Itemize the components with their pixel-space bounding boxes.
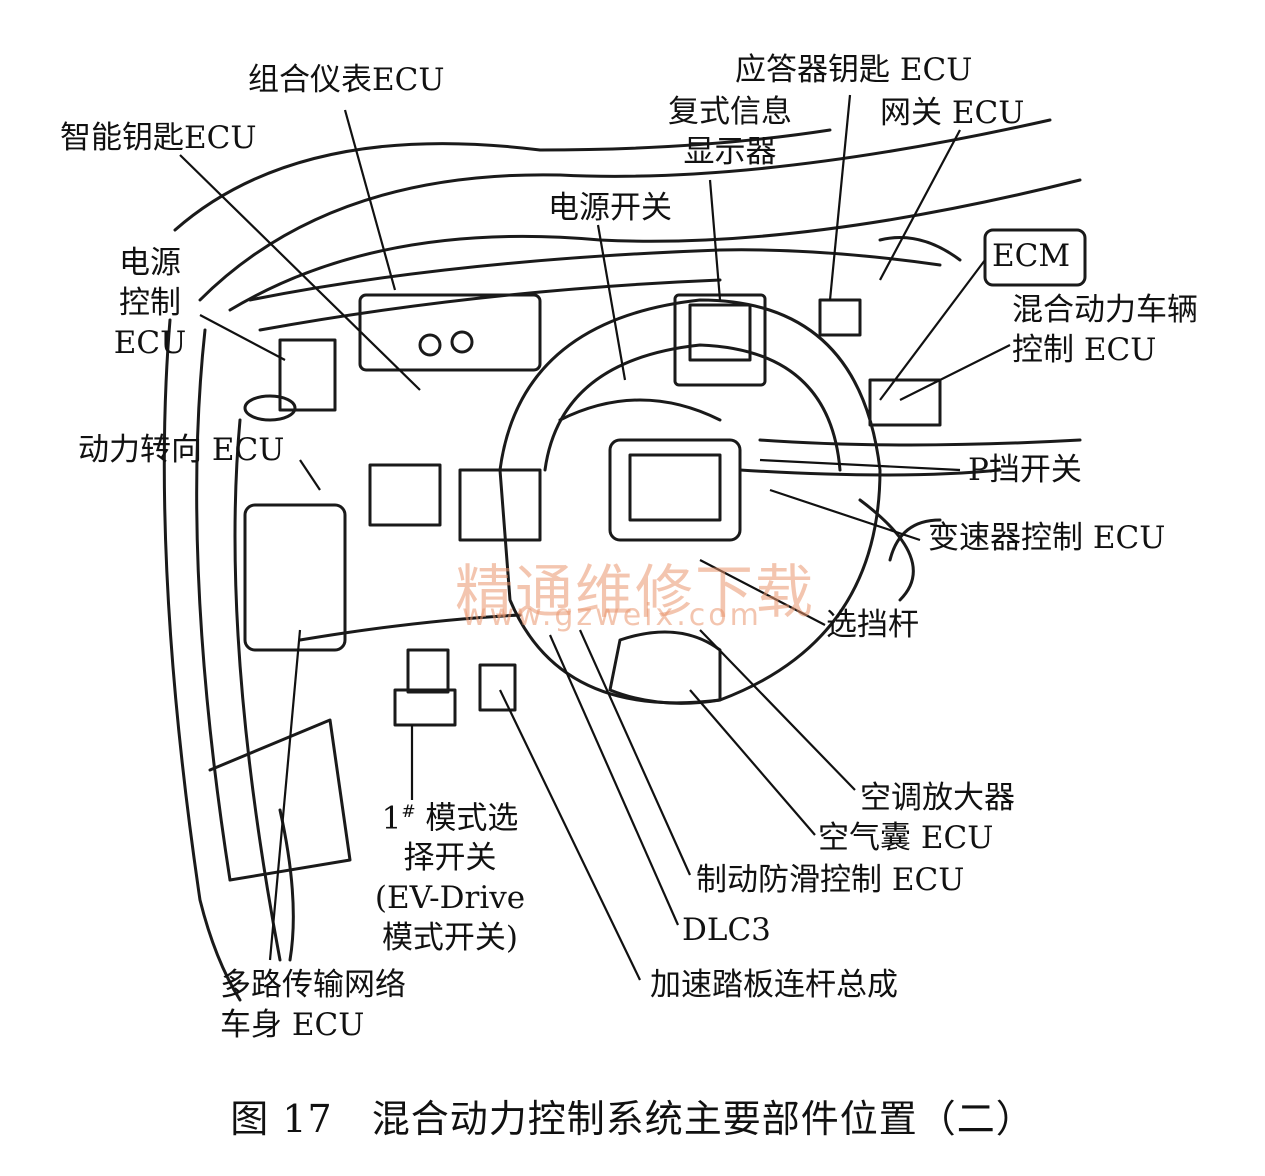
label-ev-mode-switch-line1: 1# 模式选 bbox=[360, 792, 540, 838]
label-power-control-ecu: 电源 控制 ECU bbox=[95, 243, 205, 363]
watermark-url: www.gzweix.com bbox=[462, 598, 762, 633]
label-ac-amplifier: 空调放大器 bbox=[860, 780, 1015, 816]
label-park-switch: P挡开关 bbox=[968, 452, 1082, 488]
label-power-control-ecu-line2: 控制 bbox=[119, 285, 181, 321]
label-power-control-ecu-line1: 电源 bbox=[119, 245, 181, 281]
dashboard-illustration bbox=[162, 94, 1087, 1002]
label-brake-antiskid-ecu: 制动防滑控制 ECU bbox=[696, 862, 965, 898]
label-ev-mode-switch-line4: 模式开关) bbox=[381, 920, 519, 957]
label-multi-info-display-line2: 显示器 bbox=[683, 134, 777, 170]
figure-caption: 图 17 混合动力控制系统主要部件位置（二） bbox=[230, 1097, 1035, 1141]
label-transponder-key-ecu: 应答器钥匙 ECU bbox=[735, 52, 973, 88]
label-ev-mode-switch-rest: 模式选 bbox=[415, 800, 519, 837]
label-shift-lever: 选挡杆 bbox=[826, 607, 919, 643]
label-multiplex-body-ecu: 多路传输网络 车身 ECU bbox=[220, 965, 406, 1045]
label-ev-mode-switch: 1# 模式选 择开关 (EV-Drive 模式开关) bbox=[360, 792, 540, 958]
label-ecm: ECM bbox=[992, 238, 1071, 274]
label-multiplex-body-ecu-line2: 车身 ECU bbox=[220, 1007, 365, 1043]
label-ev-mode-switch-line3: (EV-Drive bbox=[374, 880, 526, 917]
label-dlc3: DLC3 bbox=[682, 912, 771, 948]
label-hybrid-vehicle-control-ecu-line2: 控制 ECU bbox=[1012, 332, 1157, 368]
label-ev-mode-switch-sup: # bbox=[401, 802, 416, 822]
label-power-switch: 电源开关 bbox=[548, 190, 672, 226]
label-smart-key-ecu: 智能钥匙ECU bbox=[60, 120, 257, 156]
label-ev-mode-switch-num: 1 bbox=[381, 800, 402, 837]
label-multiplex-body-ecu-line1: 多路传输网络 bbox=[220, 967, 406, 1003]
label-ev-mode-switch-line2: 择开关 bbox=[403, 840, 497, 877]
label-power-control-ecu-line3: ECU bbox=[113, 325, 187, 361]
label-power-steering-ecu: 动力转向 ECU bbox=[78, 432, 285, 468]
label-transmission-control-ecu: 变速器控制 ECU bbox=[928, 520, 1166, 556]
label-cluster-ecu: 组合仪表ECU bbox=[248, 62, 445, 98]
label-airbag-ecu: 空气囊 ECU bbox=[818, 820, 994, 856]
watermark-chinese: 精通维修下载 bbox=[455, 558, 816, 626]
label-accel-pedal-assembly: 加速踏板连杆总成 bbox=[650, 967, 898, 1003]
label-hybrid-vehicle-control-ecu: 混合动力车辆 控制 ECU bbox=[1012, 290, 1198, 370]
label-gateway-ecu: 网关 ECU bbox=[880, 95, 1025, 131]
label-multi-info-display: 复式信息 显示器 bbox=[655, 92, 805, 172]
label-multi-info-display-line1: 复式信息 bbox=[668, 94, 792, 130]
label-hybrid-vehicle-control-ecu-line1: 混合动力车辆 bbox=[1012, 292, 1198, 328]
